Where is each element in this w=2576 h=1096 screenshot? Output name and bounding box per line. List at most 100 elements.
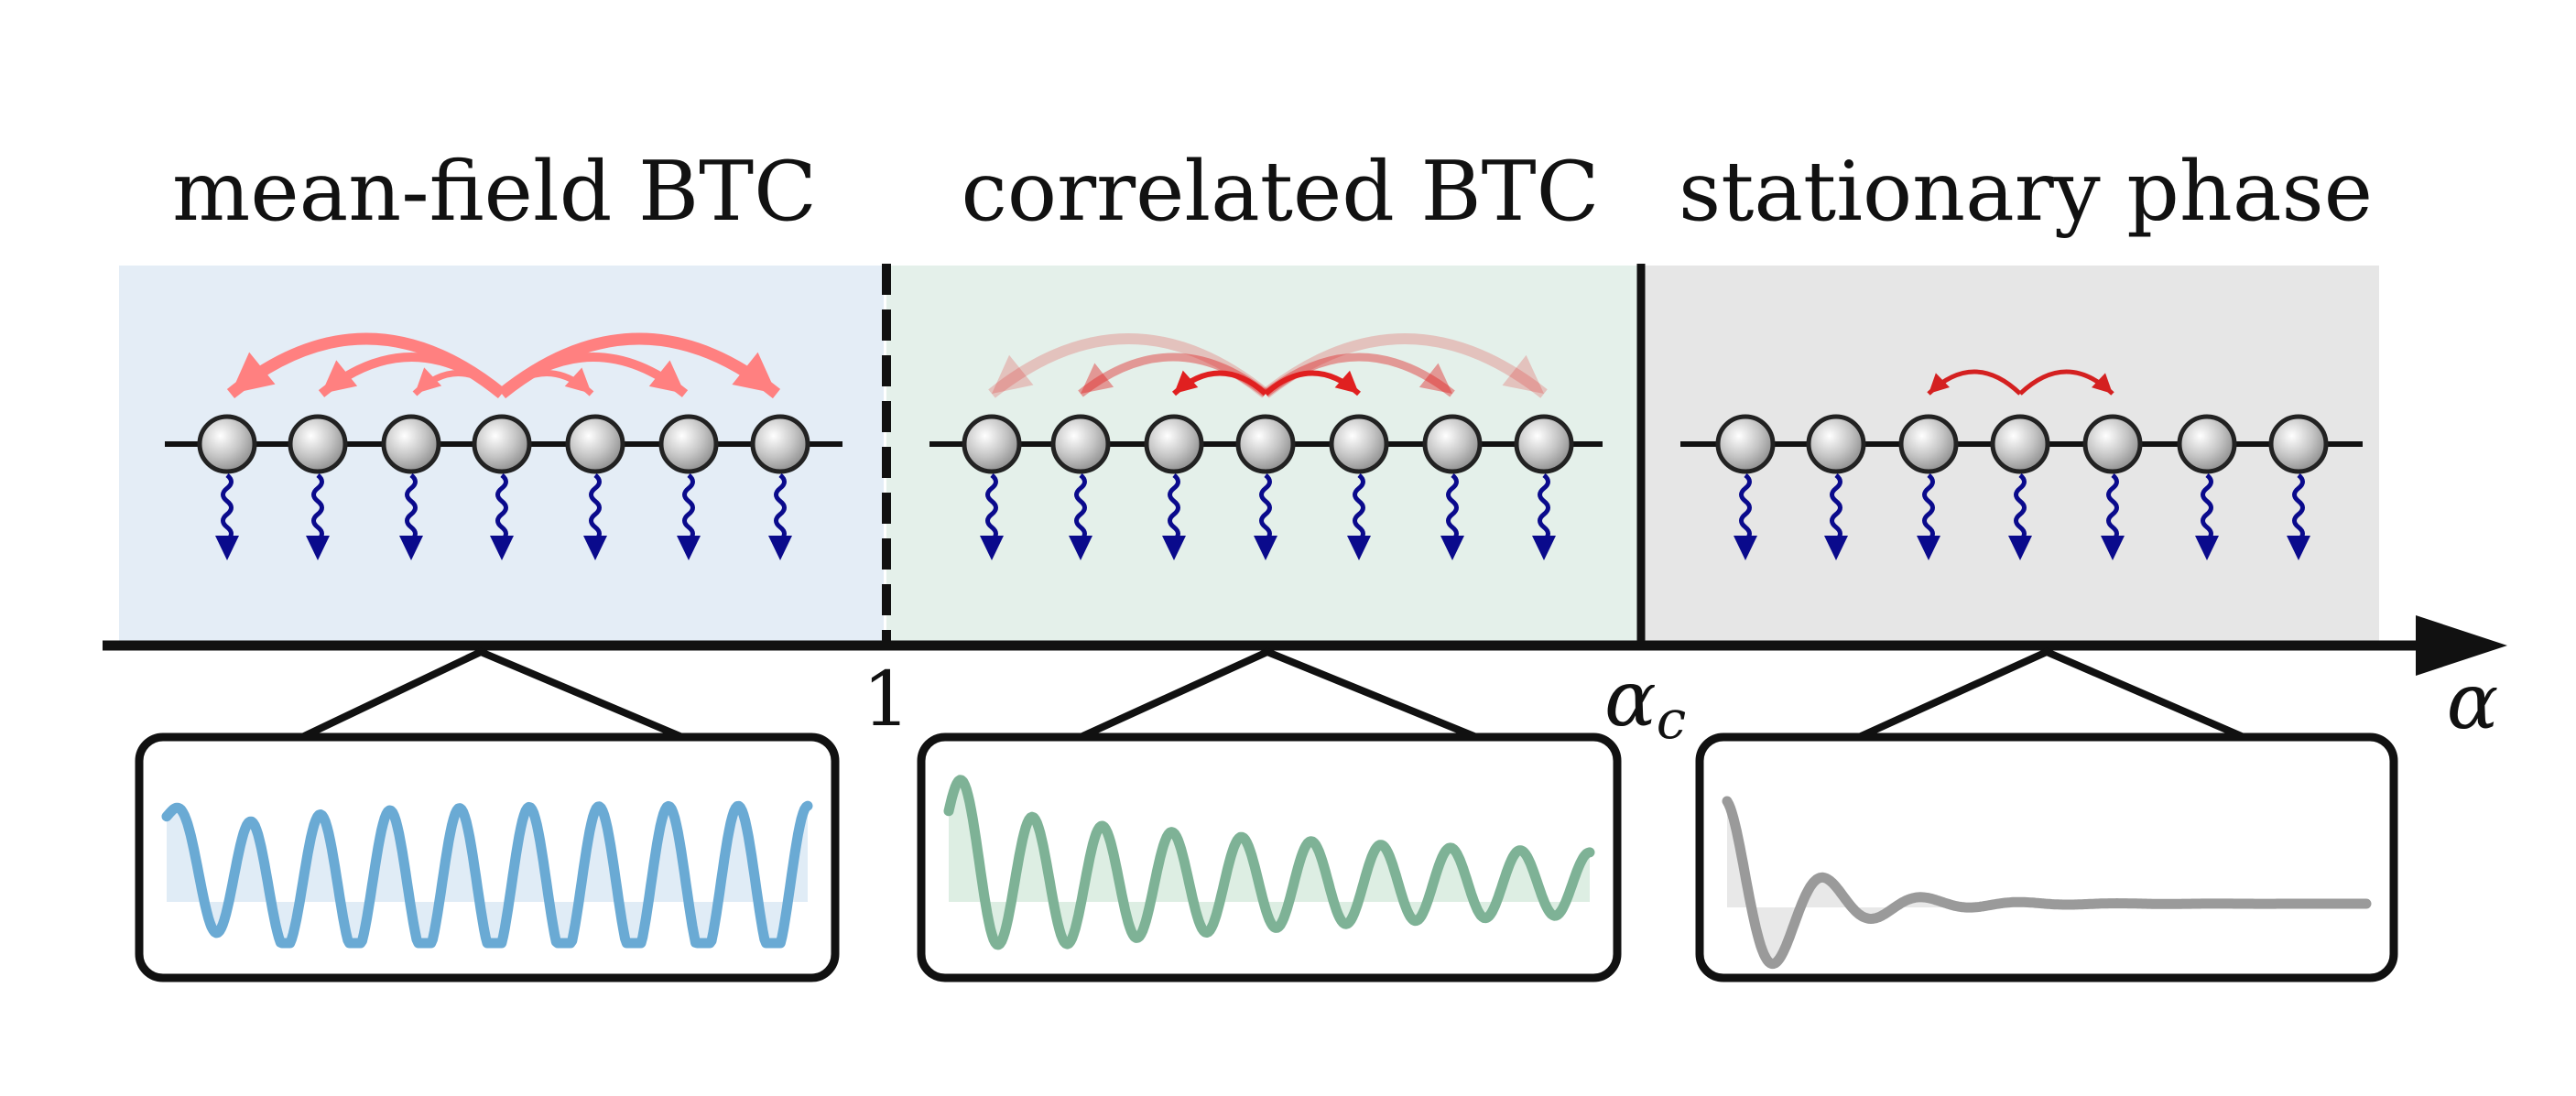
- signal-curve: [161, 800, 813, 949]
- mean-field-title: mean-field BTC: [172, 144, 817, 240]
- decay-arrowhead: [1917, 536, 1940, 560]
- mean-field-coupling-arrow-arrowhead: [732, 352, 777, 394]
- signal-box: [135, 732, 840, 982]
- decay-arrowhead: [1254, 536, 1277, 560]
- alpha-axis-label: α: [2447, 657, 2499, 746]
- decay-arrowhead: [677, 536, 701, 560]
- decay-arrowhead: [1824, 536, 1848, 560]
- signal-inset-mean-field: [135, 647, 840, 982]
- decay-arrowhead: [1532, 536, 1556, 560]
- decay-wavy-line: [1446, 473, 1459, 542]
- spin-site: [472, 414, 532, 474]
- decay-arrowhead: [2101, 536, 2125, 560]
- spin-chain-stationary: [1680, 414, 2363, 560]
- zoom-callout: [1857, 647, 2245, 741]
- decay-arrowhead: [306, 536, 330, 560]
- signal-box: [917, 732, 1622, 982]
- decay-wavy-line: [774, 473, 787, 542]
- spin-site: [1422, 414, 1483, 474]
- spin-site: [1514, 414, 1574, 474]
- decay-wavy-line: [1830, 473, 1842, 542]
- mean-field-coupling-arrow: [497, 332, 781, 399]
- spin-site: [750, 414, 810, 474]
- decay-arrowhead: [2195, 536, 2219, 560]
- mean-field-coupling-arrow-head: [732, 352, 777, 394]
- correlated-coupling-arrow-head: [1081, 363, 1114, 394]
- signal-inset-stationary: [1695, 647, 2398, 982]
- alpha-axis-arrowhead: [2416, 615, 2507, 676]
- mean-field-coupling-arrow-head: [231, 352, 276, 394]
- correlated-coupling-arrow: [1262, 333, 1548, 398]
- spin-site: [2268, 414, 2329, 474]
- spin-site: [1329, 414, 1389, 474]
- mean-field-coupling-arrow-arrowhead: [231, 352, 276, 394]
- spin-chain-correlated: [929, 414, 1603, 560]
- spin-site: [381, 414, 441, 474]
- correlated-coupling-arrow-arrowhead: [1174, 370, 1199, 394]
- spin-site: [658, 414, 719, 474]
- stationary-title: stationary phase: [1679, 144, 2373, 240]
- mean-field-coupling-arrow-head: [648, 360, 685, 394]
- decay-wavy-line: [2014, 473, 2027, 542]
- correlated-coupling-arrow-arrowhead: [1502, 354, 1544, 394]
- correlated-coupling-arrow: [988, 333, 1269, 398]
- correlated-coupling-arrow-head: [1418, 363, 1452, 394]
- spin-site: [1235, 414, 1296, 474]
- alpha-c-label: αc: [1604, 654, 1686, 751]
- mean-field-coupling-arrow-head: [321, 360, 358, 394]
- nearest-neighbour-coupling-arrow-arrowhead: [2091, 373, 2113, 394]
- mean-field-coupling-arrow-arrowhead: [648, 360, 685, 394]
- decay-wavy-line: [1259, 473, 1272, 542]
- decay-wavy-line: [985, 473, 998, 542]
- correlated-coupling-arrow-arrowhead: [992, 354, 1034, 394]
- correlated-coupling-arrow-head: [992, 354, 1034, 394]
- boundary-1-label: 1: [863, 657, 910, 743]
- spin-site: [1715, 414, 1776, 474]
- nearest-neighbour-coupling-arrow-arrowhead: [1929, 373, 1950, 394]
- zoom-callout: [1079, 647, 1478, 741]
- spin-site: [2082, 414, 2143, 474]
- spin-site: [1898, 414, 1959, 474]
- decay-wavy-line: [1353, 473, 1365, 542]
- mean-field-coupling-arrow-arrowhead: [415, 367, 442, 394]
- decay-wavy-line: [1074, 473, 1087, 542]
- spin-site: [1050, 414, 1111, 474]
- decay-wavy-line: [682, 473, 695, 542]
- decay-wavy-line: [2201, 473, 2213, 542]
- alpha-c-subscript: c: [1657, 689, 1686, 751]
- interaction-arrows-power-law: [988, 333, 1548, 398]
- decay-wavy-line: [311, 473, 324, 542]
- interaction-arrows-nearest-neighbour: [1927, 369, 2114, 396]
- correlated-coupling-arrow-head: [1334, 370, 1359, 394]
- spin-site: [197, 414, 257, 474]
- signal-curve: [1722, 796, 2372, 970]
- mean-field-coupling-arrow-head: [415, 367, 442, 394]
- correlated-coupling-arrow: [1263, 353, 1455, 397]
- spin-site: [2177, 414, 2237, 474]
- correlated-coupling-arrow-arrowhead: [1418, 363, 1452, 394]
- zoom-callout: [300, 647, 684, 741]
- decay-wavy-line: [2106, 473, 2119, 542]
- spin-chain-mean-field: [165, 414, 842, 560]
- mean-field-coupling-arrow-arrowhead: [564, 367, 592, 394]
- decay-arrowhead: [1162, 536, 1186, 560]
- signal-box: [1695, 732, 2398, 982]
- spin-site: [962, 414, 1022, 474]
- alpha-c-symbol: α: [1604, 654, 1657, 743]
- decay-wavy-line: [495, 473, 508, 542]
- signal-inset-correlated: [917, 647, 1622, 982]
- spin-site: [565, 414, 625, 474]
- correlated-title: correlated BTC: [961, 144, 1599, 240]
- decay-arrowhead: [1734, 536, 1757, 560]
- spin-site: [1144, 414, 1204, 474]
- decay-wavy-line: [1538, 473, 1550, 542]
- decay-wavy-line: [221, 473, 234, 542]
- correlated-coupling-arrow-head: [1502, 354, 1544, 394]
- signal-curve: [943, 775, 1595, 950]
- decay-wavy-line: [1922, 473, 1935, 542]
- decay-wavy-line: [1168, 473, 1180, 542]
- decay-arrowhead: [768, 536, 792, 560]
- decay-wavy-line: [2292, 473, 2305, 542]
- decay-wavy-line: [1739, 473, 1752, 542]
